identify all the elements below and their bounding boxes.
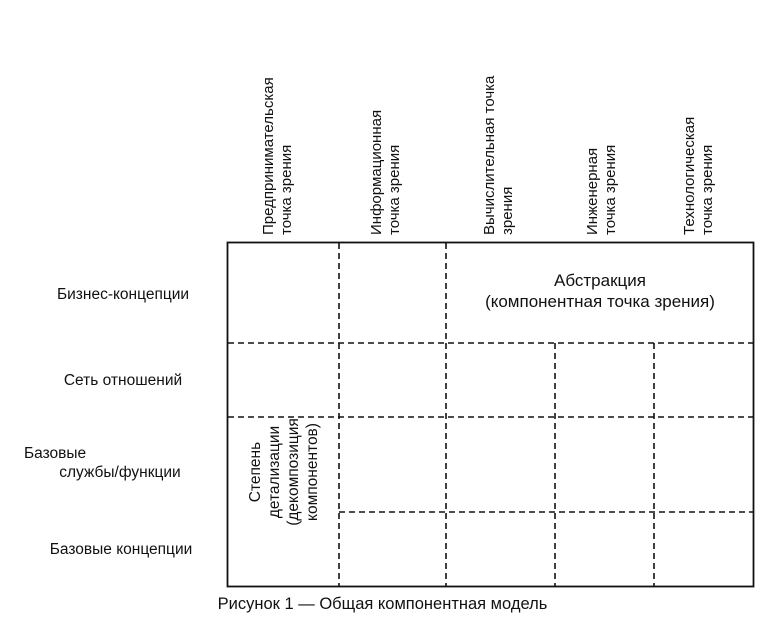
abstraction-label: Абстракция (компонентная точка зрения)	[447, 270, 753, 312]
row-label-basic-services: Базовые службы/функции	[20, 444, 220, 482]
detail-level-label: Степень детализации (декомпозиция компон…	[236, 362, 332, 582]
row-label-line: Базовые	[24, 445, 87, 462]
detail-level-line: (декомпозиция	[285, 418, 302, 526]
row-label-line: службы/функции	[59, 464, 181, 481]
row-label-line: Бизнес-концепции	[56, 286, 190, 303]
figure-caption: Рисунок 1 — Общая компонентная модель	[217, 595, 548, 613]
row-label-relationship-network: Сеть отношений	[20, 371, 226, 390]
row-label-basic-concepts: Базовые концепции	[16, 540, 226, 559]
row-label-line: Базовые концепции	[49, 541, 193, 558]
grid-frame	[226, 241, 755, 588]
row-label-line: Сеть отношений	[63, 372, 183, 389]
abstraction-subtitle: (компонентная точка зрения)	[485, 292, 715, 311]
abstraction-title: Абстракция	[554, 271, 646, 290]
row-label-business-concepts: Бизнес-концепции	[20, 285, 226, 304]
detail-level-line: Степень	[247, 441, 264, 503]
detail-level-line: детализации	[266, 425, 283, 519]
detail-level-line: компонентов)	[304, 423, 321, 521]
